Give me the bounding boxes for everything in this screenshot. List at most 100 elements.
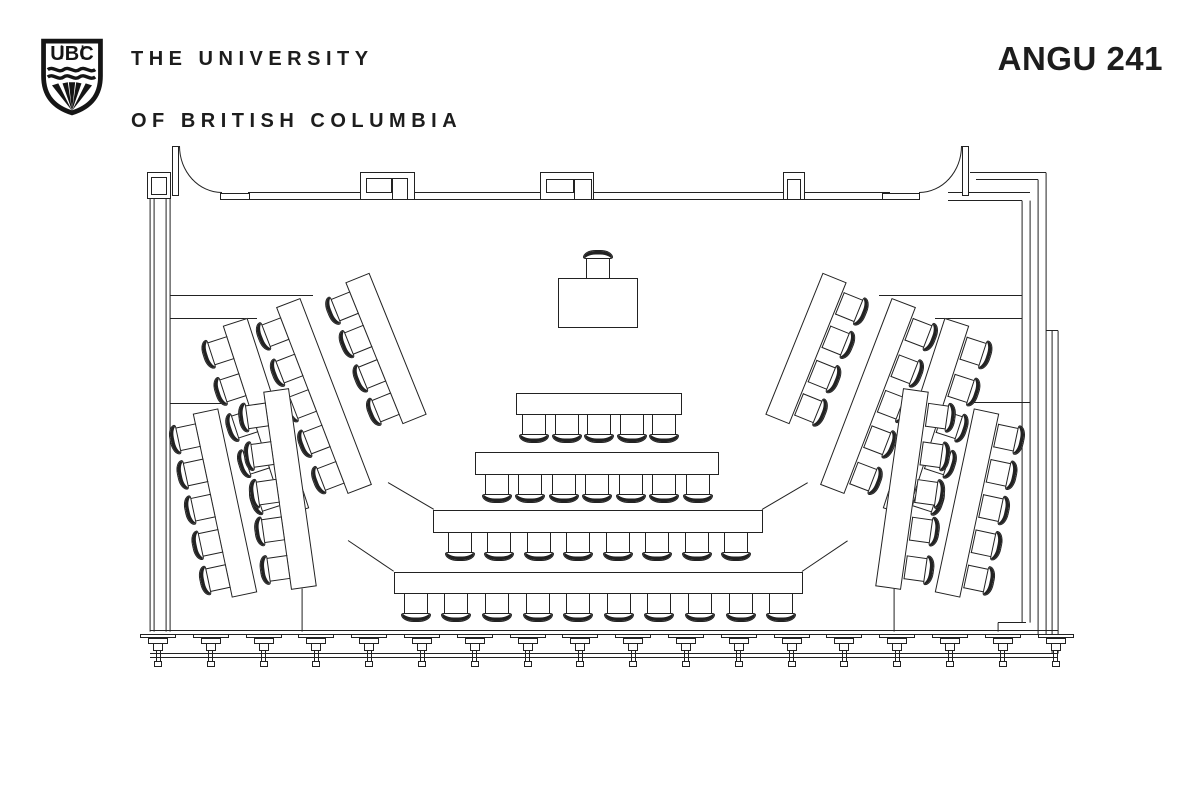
chair [643,592,675,623]
window-mullion-foot [523,661,532,667]
window-mullion-post [525,650,531,662]
chair [720,531,752,562]
right-wall-outer-line [1057,330,1059,654]
window-mullion-post [736,650,742,662]
window-mullion [153,643,163,651]
chair-seat [619,413,644,436]
left-door-swing [179,146,222,193]
right-door-swing [919,146,962,193]
window-mullion-post [789,650,795,662]
chair-seat [652,413,676,436]
header: UBC THE UNIVERSITY OF BRITISH COLUMBIA A… [0,0,1200,140]
window-mullion-post [1000,650,1006,662]
window-mullion [945,643,955,651]
chair-back [400,612,431,622]
chair-seat [769,592,794,615]
aisle-step-right-lower [801,540,849,573]
chair-seat [728,592,753,615]
left-wall-line [153,198,155,632]
university-line2: OF BRITISH COLUMBIA [131,110,463,132]
bottom-right-step [998,622,1026,624]
table-row-2 [475,452,719,475]
chair [246,475,280,511]
window-mullion-foot [470,661,479,667]
chair-seat [566,592,591,615]
aisle-step-left-upper [387,482,435,511]
chair-back [649,493,679,503]
window-mullion-foot [734,661,743,667]
chair [181,490,217,528]
top-right-corner-line [970,172,1046,174]
chair-back [563,612,594,622]
chair [602,531,634,562]
right-wall-outer-line [1051,330,1053,654]
chair [615,473,647,504]
chair-seat [403,592,428,615]
chair [562,592,594,623]
top-wall-column-1-inner2 [392,178,408,200]
window-mullion [522,643,533,651]
table-row-4 [394,572,803,594]
chair [924,399,958,435]
window-mullion-post [1053,650,1059,662]
chair-back [441,612,472,622]
chair [173,455,209,493]
left-door-threshold [220,193,250,200]
chair [548,473,580,504]
table-row-1 [516,393,682,415]
floor-step-right-2 [935,318,1022,320]
window-mullion [205,643,216,651]
chair-back [481,493,512,503]
window-sill-line [150,653,1058,655]
chair [514,473,546,504]
chair [583,413,615,444]
chair-seat [586,257,610,279]
window-mullion [575,643,586,651]
chair-seat [485,592,509,615]
window-mullion [364,643,375,651]
window-mullion-post [630,650,636,662]
left-wall-line [169,198,171,632]
top-right-corner-line [976,179,1038,181]
chair [648,473,680,504]
aisle-step-left-lower [347,540,395,573]
chair [241,437,275,473]
right-door-leaf [962,146,969,196]
chair [684,592,716,623]
chair [970,525,1006,563]
chair [725,592,757,623]
window-mullion-post [313,650,319,662]
window-mullion-post [841,650,847,662]
top-right-corner-line [948,200,1022,202]
window-mullion-post [419,650,425,662]
chair [681,531,713,562]
chair [581,473,613,504]
podium-desk [558,278,638,328]
chair-seat [605,531,630,554]
window-mullion-foot [629,661,638,667]
window-mullion-post [577,650,583,662]
table-row-3 [433,510,763,533]
chair-seat [566,531,591,554]
chair [188,525,224,563]
top-wall-column-1-inner [366,178,392,193]
chair [616,413,648,444]
chair [903,551,937,587]
window-mullion-foot [206,661,215,667]
right-wall-line [1045,172,1047,635]
window-mullion-foot [576,661,585,667]
chair-back [582,493,612,503]
window-mullion-foot [312,661,321,667]
chair-back [551,433,582,443]
chair [400,592,432,623]
chair-seat [447,531,472,554]
chair [235,399,270,435]
chair-seat [652,473,676,496]
aisle-step-right-vertical [893,588,895,632]
chair-seat [587,413,611,436]
right-wall-line [1037,179,1039,635]
chair [483,531,515,562]
university-line1: THE UNIVERSITY [131,48,374,70]
chair-back [603,612,634,622]
chair-back [584,433,614,443]
